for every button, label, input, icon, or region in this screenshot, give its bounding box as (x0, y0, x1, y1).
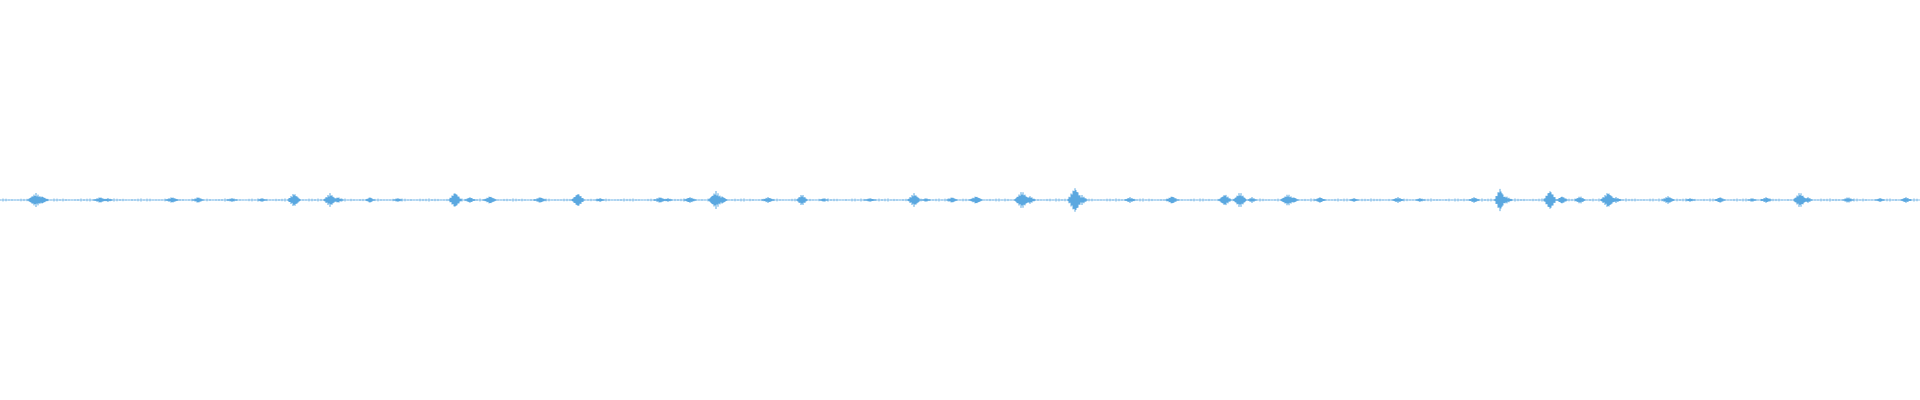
waveform-bursts (0, 188, 1918, 212)
